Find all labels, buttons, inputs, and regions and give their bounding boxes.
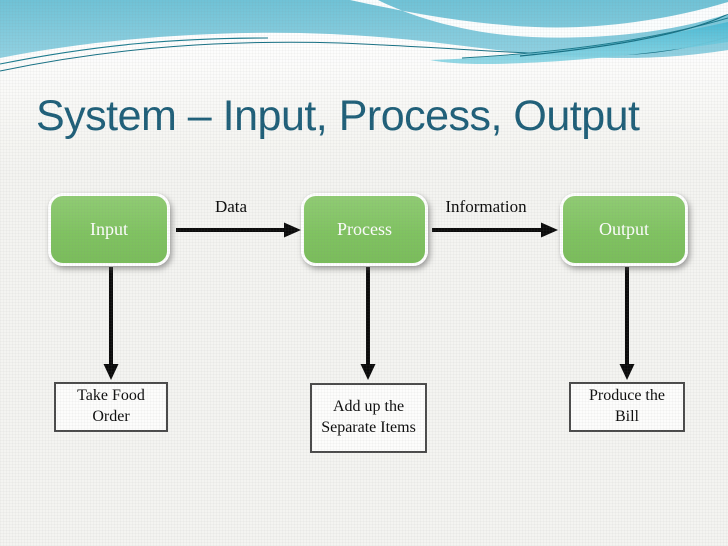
wave-line-short bbox=[0, 37, 269, 65]
task-produce-bill-label: Produce the Bill bbox=[589, 387, 665, 425]
slide-title: System – Input, Process, Output bbox=[36, 92, 640, 140]
flow-label-data: Data bbox=[214, 197, 248, 216]
white-swoosh bbox=[350, 0, 728, 38]
node-process-label: Process bbox=[337, 219, 392, 239]
wave-line-long bbox=[0, 36, 728, 72]
wave-background bbox=[0, 0, 728, 175]
node-input: Input bbox=[48, 193, 170, 266]
main-wave bbox=[0, 32, 728, 175]
node-input-label: Input bbox=[90, 219, 128, 239]
task-take-food-order: Take Food Order bbox=[54, 382, 168, 432]
node-output: Output bbox=[560, 193, 688, 266]
arrowhead-output-task bbox=[619, 364, 635, 380]
corner-line-2 bbox=[519, 13, 728, 57]
arrowhead-input-task bbox=[103, 364, 119, 380]
task-add-up-items-label: Add up the Separate Items bbox=[321, 398, 416, 436]
task-take-food-order-label: Take Food Order bbox=[77, 387, 145, 425]
arrowhead-process-output bbox=[541, 222, 558, 238]
arrowhead-input-process bbox=[284, 222, 301, 238]
node-output-label: Output bbox=[598, 219, 649, 239]
arrowhead-process-task bbox=[360, 364, 376, 380]
task-add-up-items: Add up the Separate Items bbox=[310, 383, 427, 453]
node-process: Process bbox=[301, 193, 428, 266]
aqua-band bbox=[430, 22, 728, 64]
flow-label-information: Information bbox=[445, 197, 527, 216]
task-produce-bill: Produce the Bill bbox=[569, 382, 685, 432]
